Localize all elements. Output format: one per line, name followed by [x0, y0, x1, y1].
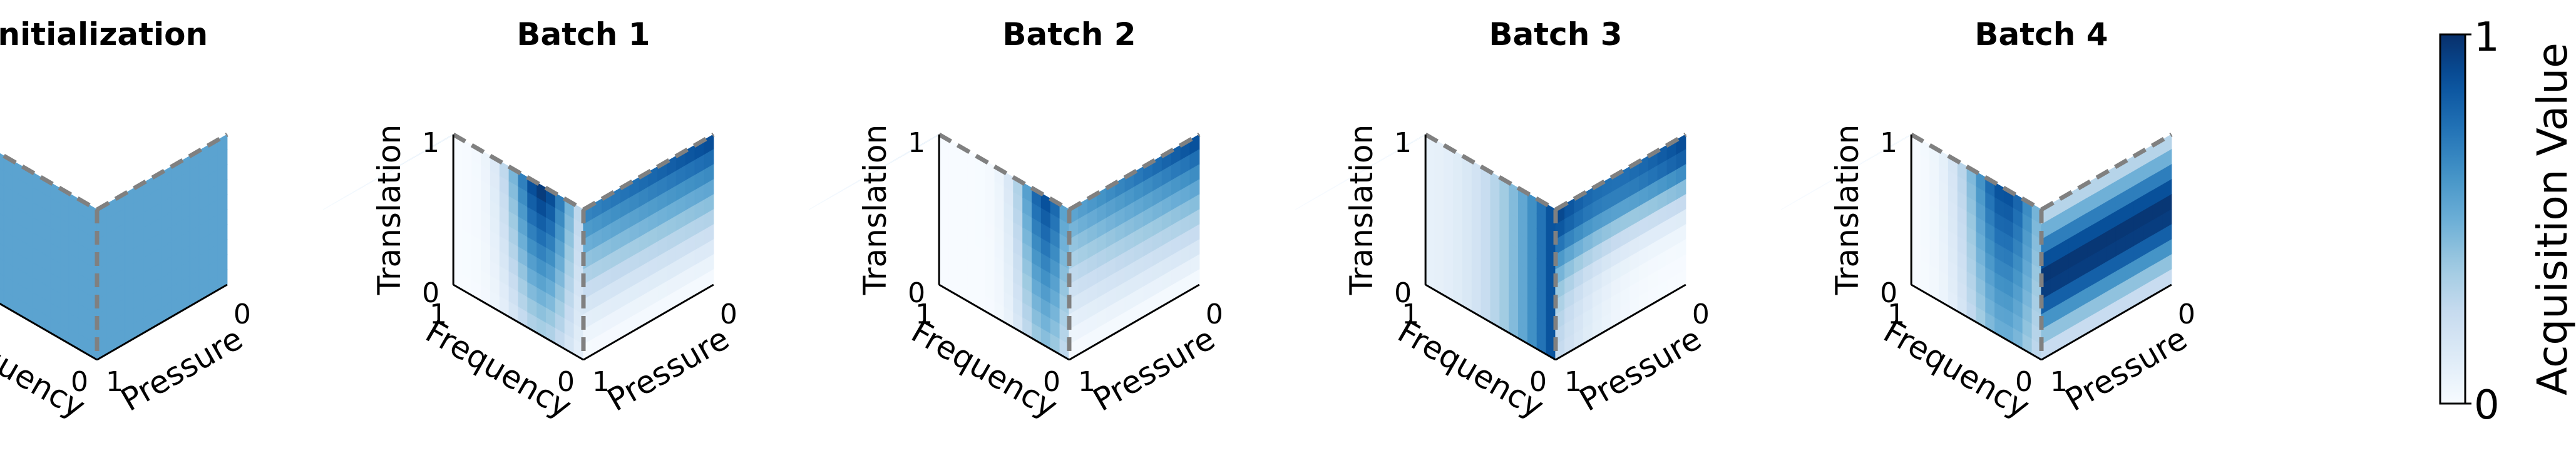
- tick-label: 1: [915, 298, 933, 330]
- panel-title: Batch 1: [516, 16, 650, 53]
- translation-axis-label: Translation: [1343, 125, 1380, 295]
- tick-label: 0: [2015, 366, 2033, 398]
- tick-label: 1: [908, 127, 925, 159]
- tick-label: 1: [1394, 127, 1412, 159]
- tick-label: 1: [2050, 366, 2068, 398]
- face-left: [1425, 133, 1556, 361]
- panel-1: Initialization101010TranslationFrequency…: [0, 16, 251, 425]
- axes: [452, 135, 714, 361]
- colorbar-label: Acquisition Value: [2528, 43, 2576, 395]
- dashed-edge: [1424, 132, 1557, 212]
- dashed-edge: [1910, 132, 2043, 212]
- face-right: [583, 133, 714, 361]
- tick-label: 0: [422, 277, 439, 309]
- cube-top-edge: [938, 58, 1200, 136]
- tick-label: 1: [592, 366, 610, 398]
- tick-label: 1: [1078, 366, 1096, 398]
- pressure-axis-line: [583, 283, 714, 361]
- cube-top-edge: [1911, 58, 2172, 136]
- panel-title: Batch 4: [1974, 16, 2108, 53]
- dashed-edge: [1554, 132, 1687, 212]
- axes: [1424, 135, 1686, 361]
- face-cell: [323, 196, 346, 210]
- dashed-edge: [1068, 132, 1201, 212]
- tick-label: 0: [2178, 298, 2195, 330]
- tick-label: 0: [557, 366, 575, 398]
- face-cell: [1295, 196, 1318, 210]
- frequency-axis-line: [938, 283, 1070, 361]
- panel-title: Batch 3: [1489, 16, 1622, 53]
- axes: [0, 283, 228, 361]
- face-cell: [1781, 196, 1804, 210]
- tick-label: 1: [1564, 366, 1582, 398]
- cube-top-edge: [0, 58, 228, 136]
- face-cell: [0, 115, 1, 116]
- face-right: [1069, 133, 1200, 361]
- face-cell: [0, 153, 5, 172]
- face-left: [453, 133, 584, 361]
- colorbar-min-label: 0: [2474, 382, 2500, 429]
- tick-label: 1: [1880, 127, 1897, 159]
- tick-label: 0: [1880, 277, 1897, 309]
- dashed-edge: [452, 132, 585, 212]
- face-left: [938, 133, 1070, 361]
- tick-label: 1: [1402, 298, 1419, 330]
- cube-top-edge: [1425, 58, 1686, 136]
- axes: [938, 135, 1200, 361]
- panel-title: Initialization: [0, 16, 208, 53]
- face-cell: [0, 115, 1, 116]
- panel-title: Batch 2: [1002, 16, 1136, 53]
- tick-label: 0: [1692, 298, 1710, 330]
- tick-label: 0: [1043, 366, 1060, 398]
- tick-label: 1: [429, 298, 447, 330]
- frequency-axis-line: [0, 302, 98, 361]
- tick-label: 0: [908, 277, 925, 309]
- face-left: [0, 153, 98, 361]
- colorbar-max-label: 1: [2474, 14, 2500, 61]
- face-cell: [809, 196, 832, 210]
- face-right: [96, 133, 228, 361]
- face-right: [2041, 133, 2172, 361]
- translation-axis-label: Translation: [371, 125, 408, 295]
- tick-label: 1: [106, 366, 123, 398]
- pressure-axis-line: [2041, 283, 2172, 361]
- frequency-axis-line: [1425, 283, 1556, 361]
- dashed-edge: [2040, 132, 2173, 212]
- frequency-axis-line: [1911, 283, 2042, 361]
- cube-top-edge: [453, 58, 714, 136]
- colorbar-gradient: [2439, 33, 2466, 405]
- tick-label: 0: [720, 298, 737, 330]
- dashed-edge: [582, 132, 715, 212]
- tick-label: 0: [71, 366, 88, 398]
- tick-label: 0: [1394, 277, 1412, 309]
- tick-label: 1: [422, 127, 439, 159]
- dashed-edge: [96, 132, 228, 212]
- pressure-axis-line: [1069, 283, 1200, 361]
- axes: [1910, 135, 2172, 361]
- tick-label: 0: [1529, 366, 1547, 398]
- face-right: [1555, 133, 1686, 361]
- tick-label: 0: [233, 298, 251, 330]
- panels: Initialization101010TranslationFrequency…: [0, 16, 2195, 425]
- dashed-edge: [938, 132, 1070, 212]
- tick-label: 1: [1887, 298, 1905, 330]
- pressure-axis-line: [1555, 283, 1686, 361]
- tick-label: 0: [1206, 298, 1223, 330]
- frequency-axis-line: [453, 283, 584, 361]
- pressure-axis-line: [96, 283, 228, 361]
- translation-axis-label: Translation: [1829, 125, 1865, 295]
- dashed-edge: [0, 151, 98, 212]
- colorbar: 1 0 Acquisition Value: [2439, 14, 2576, 429]
- translation-axis-label: Translation: [857, 125, 893, 295]
- face-left: [1911, 133, 2042, 361]
